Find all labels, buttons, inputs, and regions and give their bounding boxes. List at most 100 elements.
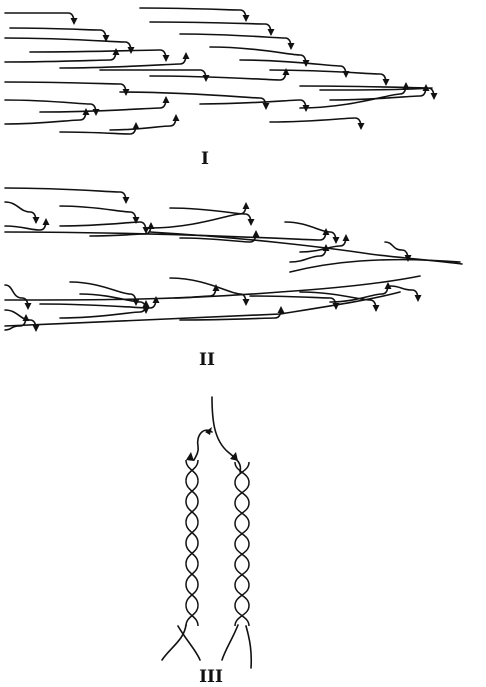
fibre-10	[99, 69, 207, 81]
left-twisted-strand	[185, 459, 199, 627]
left-helix-crossover-b-5	[185, 563, 199, 585]
panel-i-label: I	[201, 149, 209, 169]
fibre-18	[199, 99, 307, 111]
fibre-arrowhead-16	[430, 93, 438, 100]
fibre-arrowhead-23	[277, 306, 285, 313]
fibre-arrowhead-14	[24, 303, 32, 310]
right-helix-crossover-b-1	[234, 482, 250, 504]
fibre-arrowhead-18	[212, 284, 220, 291]
fibre-1	[139, 7, 247, 21]
fibre-arrowhead-8	[182, 52, 190, 59]
fibre-11	[269, 69, 387, 85]
fibre-arrowhead-20	[152, 296, 160, 303]
fibre-arrowhead-21	[142, 300, 150, 307]
fibre-24	[59, 123, 137, 135]
left-helix-crossover-b-3	[185, 522, 199, 544]
fibre-arrowhead-26	[384, 282, 392, 289]
fibre-arrowhead-19	[32, 325, 40, 332]
fibre-arrowhead-0	[122, 197, 130, 204]
fibre-arrowhead-25	[372, 305, 380, 312]
fibre-arrowhead-6	[162, 55, 170, 62]
fibre-17	[39, 97, 167, 113]
left-strand-arrowhead	[186, 452, 194, 461]
fibre-arrowhead-13	[322, 228, 330, 235]
fibre-arrowhead-9	[332, 237, 340, 244]
fibre-19	[4, 109, 87, 125]
lower-bundle-leader-2	[4, 291, 401, 327]
fibre-arrowhead-7	[252, 230, 260, 237]
left-helix-crossover-b-6	[185, 584, 199, 606]
fibre-arrowhead-19	[82, 108, 90, 115]
fibre-arrowhead-11	[382, 79, 390, 86]
fibre-5	[179, 33, 292, 49]
fibre-arrowhead-8	[147, 222, 155, 229]
fibre-arrowhead-27	[414, 295, 422, 302]
right-twisted-strand	[234, 461, 250, 627]
fibre-6	[169, 207, 252, 225]
right-helix-crossover-b-6	[234, 584, 250, 606]
fibre-14	[4, 99, 97, 115]
left-helix-crossover-b-4	[185, 542, 199, 564]
fibre-21	[59, 301, 147, 319]
panel-i-parallel-fibres	[4, 7, 438, 135]
fibre-arrowhead-17	[162, 96, 170, 103]
fibre-12	[4, 81, 127, 95]
fibre-20	[39, 297, 157, 309]
fibre-13	[4, 229, 327, 241]
fibre-arrowhead-22	[402, 82, 410, 89]
right-helix-crossover-b-0	[234, 461, 250, 483]
fibre-3	[4, 219, 47, 231]
left-helix-crossover-b-0	[185, 459, 199, 481]
right-helix-crossover-b-4	[234, 543, 250, 565]
panel-ii-label: II	[199, 350, 215, 370]
fibre-8	[59, 53, 187, 69]
fibre-arrowhead-15	[262, 103, 270, 110]
fibre-9	[239, 59, 347, 77]
right-tail-2	[245, 625, 253, 669]
fibre-0	[4, 12, 75, 24]
fibre-23	[4, 49, 117, 63]
right-helix-crossover-b-2	[234, 502, 250, 524]
fibre-7	[209, 46, 307, 66]
upper-bundle-leader-2	[289, 258, 461, 273]
fibre-1	[4, 201, 37, 223]
left-helix-crossover-b-7	[185, 605, 199, 627]
fibre-arrowhead-3	[267, 29, 275, 36]
fibre-21	[269, 117, 362, 129]
fibre-arrowhead-10	[202, 75, 210, 82]
left-helix-crossover-b-2	[185, 501, 199, 523]
stem-arrowhead	[205, 427, 212, 435]
fibre-arrowhead-10	[342, 234, 350, 241]
left-tail-2	[177, 625, 201, 661]
fibre-13	[149, 69, 287, 81]
fibre-19	[4, 309, 37, 331]
fibre-0	[4, 187, 127, 203]
fibre-arrowhead-0	[70, 18, 78, 25]
lower-bundle-leader	[4, 275, 421, 301]
fibre-20	[109, 115, 177, 131]
fibre-arrowhead-6	[247, 219, 255, 226]
left-connector	[193, 429, 213, 461]
fibre-arrowhead-23	[112, 48, 120, 55]
fibre-arrowhead-2	[102, 35, 110, 42]
stem-strand	[211, 396, 242, 473]
right-strand-arrowhead	[230, 452, 238, 461]
fibre-arrowhead-20	[172, 114, 180, 121]
fibre-arrowhead-1	[242, 15, 250, 22]
fibre-25	[299, 291, 377, 311]
fibre-arrowhead-5	[287, 43, 295, 50]
fibre-arrowhead-22	[22, 314, 30, 321]
fibre-arrowhead-3	[42, 218, 50, 225]
right-helix-crossover-b-3	[234, 523, 250, 545]
left-helix-crossover-b-1	[185, 480, 199, 502]
leading-fibre	[319, 87, 433, 91]
fibre-14	[4, 284, 29, 309]
fibre-arrowhead-17	[242, 299, 250, 306]
panel-iii-twisted-pair	[161, 396, 253, 669]
fibre-2	[9, 27, 107, 41]
panel-iii-label: III	[199, 667, 223, 687]
right-tail	[221, 624, 239, 661]
fibre-4	[4, 37, 132, 53]
fibre-15	[119, 91, 267, 109]
